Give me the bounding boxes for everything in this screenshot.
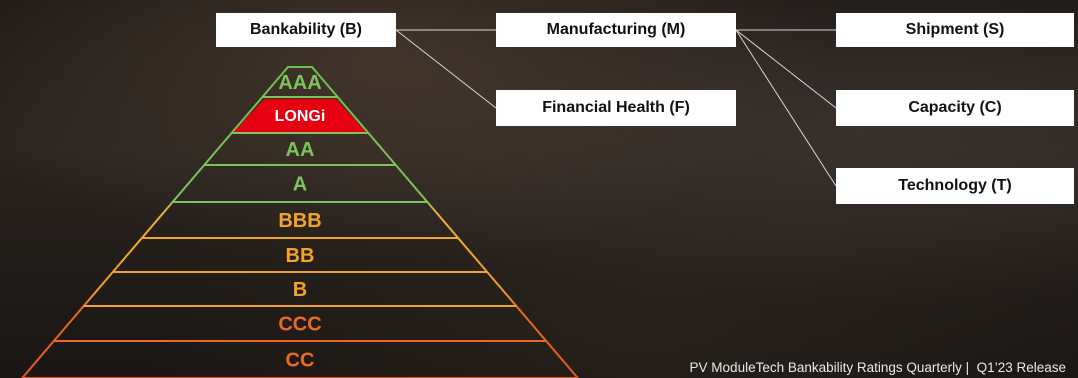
tier-label-cc: CC [286, 350, 315, 372]
technology-label: Technology (T) [898, 177, 1012, 194]
bankability-label: Bankability (B) [249, 21, 362, 38]
manufacturing-box: Manufacturing (M) [496, 13, 736, 47]
financial-health-label: Financial Health (F) [542, 99, 690, 116]
tier-label-a: A [293, 174, 307, 196]
capacity-label: Capacity (C) [908, 99, 1002, 116]
capacity-box: Capacity (C) [836, 90, 1074, 126]
longi-logo: LONGi [275, 108, 326, 125]
footer-release-note: PV ModuleTech Bankability Ratings Quarte… [689, 360, 1066, 375]
manufacturing-label: Manufacturing (M) [546, 21, 686, 38]
connector-bankability-financial [395, 29, 497, 109]
connector-lines [395, 29, 837, 187]
tier-label-aaa: AAA [278, 72, 321, 94]
connector-manufacturing-technology [735, 29, 837, 187]
shipment-label: Shipment (S) [905, 21, 1005, 38]
pyramid-outline [20, 66, 580, 378]
tier-label-ccc: CCC [278, 314, 321, 336]
tier-label-b: B [293, 279, 307, 301]
shipment-box: Shipment (S) [836, 13, 1074, 47]
longi-highlight-band [233, 99, 367, 132]
bankability-box: Bankability (B) [216, 13, 396, 47]
connector-manufacturing-capacity [735, 29, 837, 109]
tier-label-aa: AA [286, 139, 315, 161]
technology-box: Technology (T) [836, 168, 1074, 204]
tier-label-bbb: BBB [278, 210, 321, 232]
tier-label-bb: BB [286, 245, 315, 267]
financial-health-box: Financial Health (F) [496, 90, 736, 126]
